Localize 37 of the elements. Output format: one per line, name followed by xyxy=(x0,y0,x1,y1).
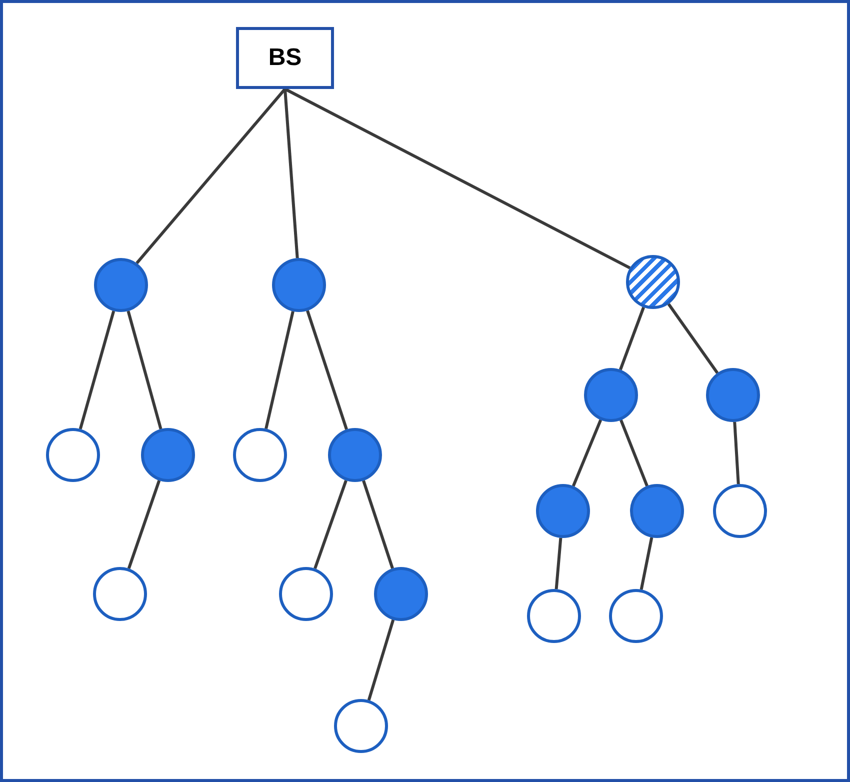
connector-line xyxy=(284,88,299,258)
node-label: BS xyxy=(268,43,302,73)
filled-tree-node xyxy=(630,484,684,538)
connector-line xyxy=(554,538,562,590)
filled-tree-node xyxy=(584,368,638,422)
connector-line xyxy=(367,619,395,701)
empty-tree-node xyxy=(713,484,767,538)
connector-line xyxy=(640,537,654,590)
connector-line xyxy=(127,480,161,569)
hatched-tree-node xyxy=(626,255,680,309)
filled-tree-node xyxy=(374,567,428,621)
connector-line xyxy=(667,303,719,374)
root-box xyxy=(236,27,334,89)
empty-tree-node xyxy=(279,567,333,621)
connector-line xyxy=(733,422,740,484)
connector-line xyxy=(264,310,294,430)
connector-line xyxy=(306,310,348,430)
filled-tree-node xyxy=(706,368,760,422)
connector-line xyxy=(136,88,286,264)
empty-tree-node xyxy=(609,589,663,643)
connector-line xyxy=(362,480,394,569)
filled-tree-node xyxy=(536,484,590,538)
empty-tree-node xyxy=(93,567,147,621)
connector-line xyxy=(620,420,648,486)
connector-line xyxy=(619,306,645,370)
empty-tree-node xyxy=(334,699,388,753)
empty-tree-node xyxy=(527,589,581,643)
connector-line xyxy=(314,480,348,570)
empty-tree-node xyxy=(233,428,287,482)
empty-tree-node xyxy=(46,428,100,482)
connector-line xyxy=(126,310,162,430)
filled-tree-node xyxy=(272,258,326,312)
connector-line xyxy=(78,310,116,430)
filled-tree-node xyxy=(94,258,148,312)
filled-tree-node xyxy=(328,428,382,482)
connector-line xyxy=(284,88,631,270)
filled-tree-node xyxy=(141,428,195,482)
